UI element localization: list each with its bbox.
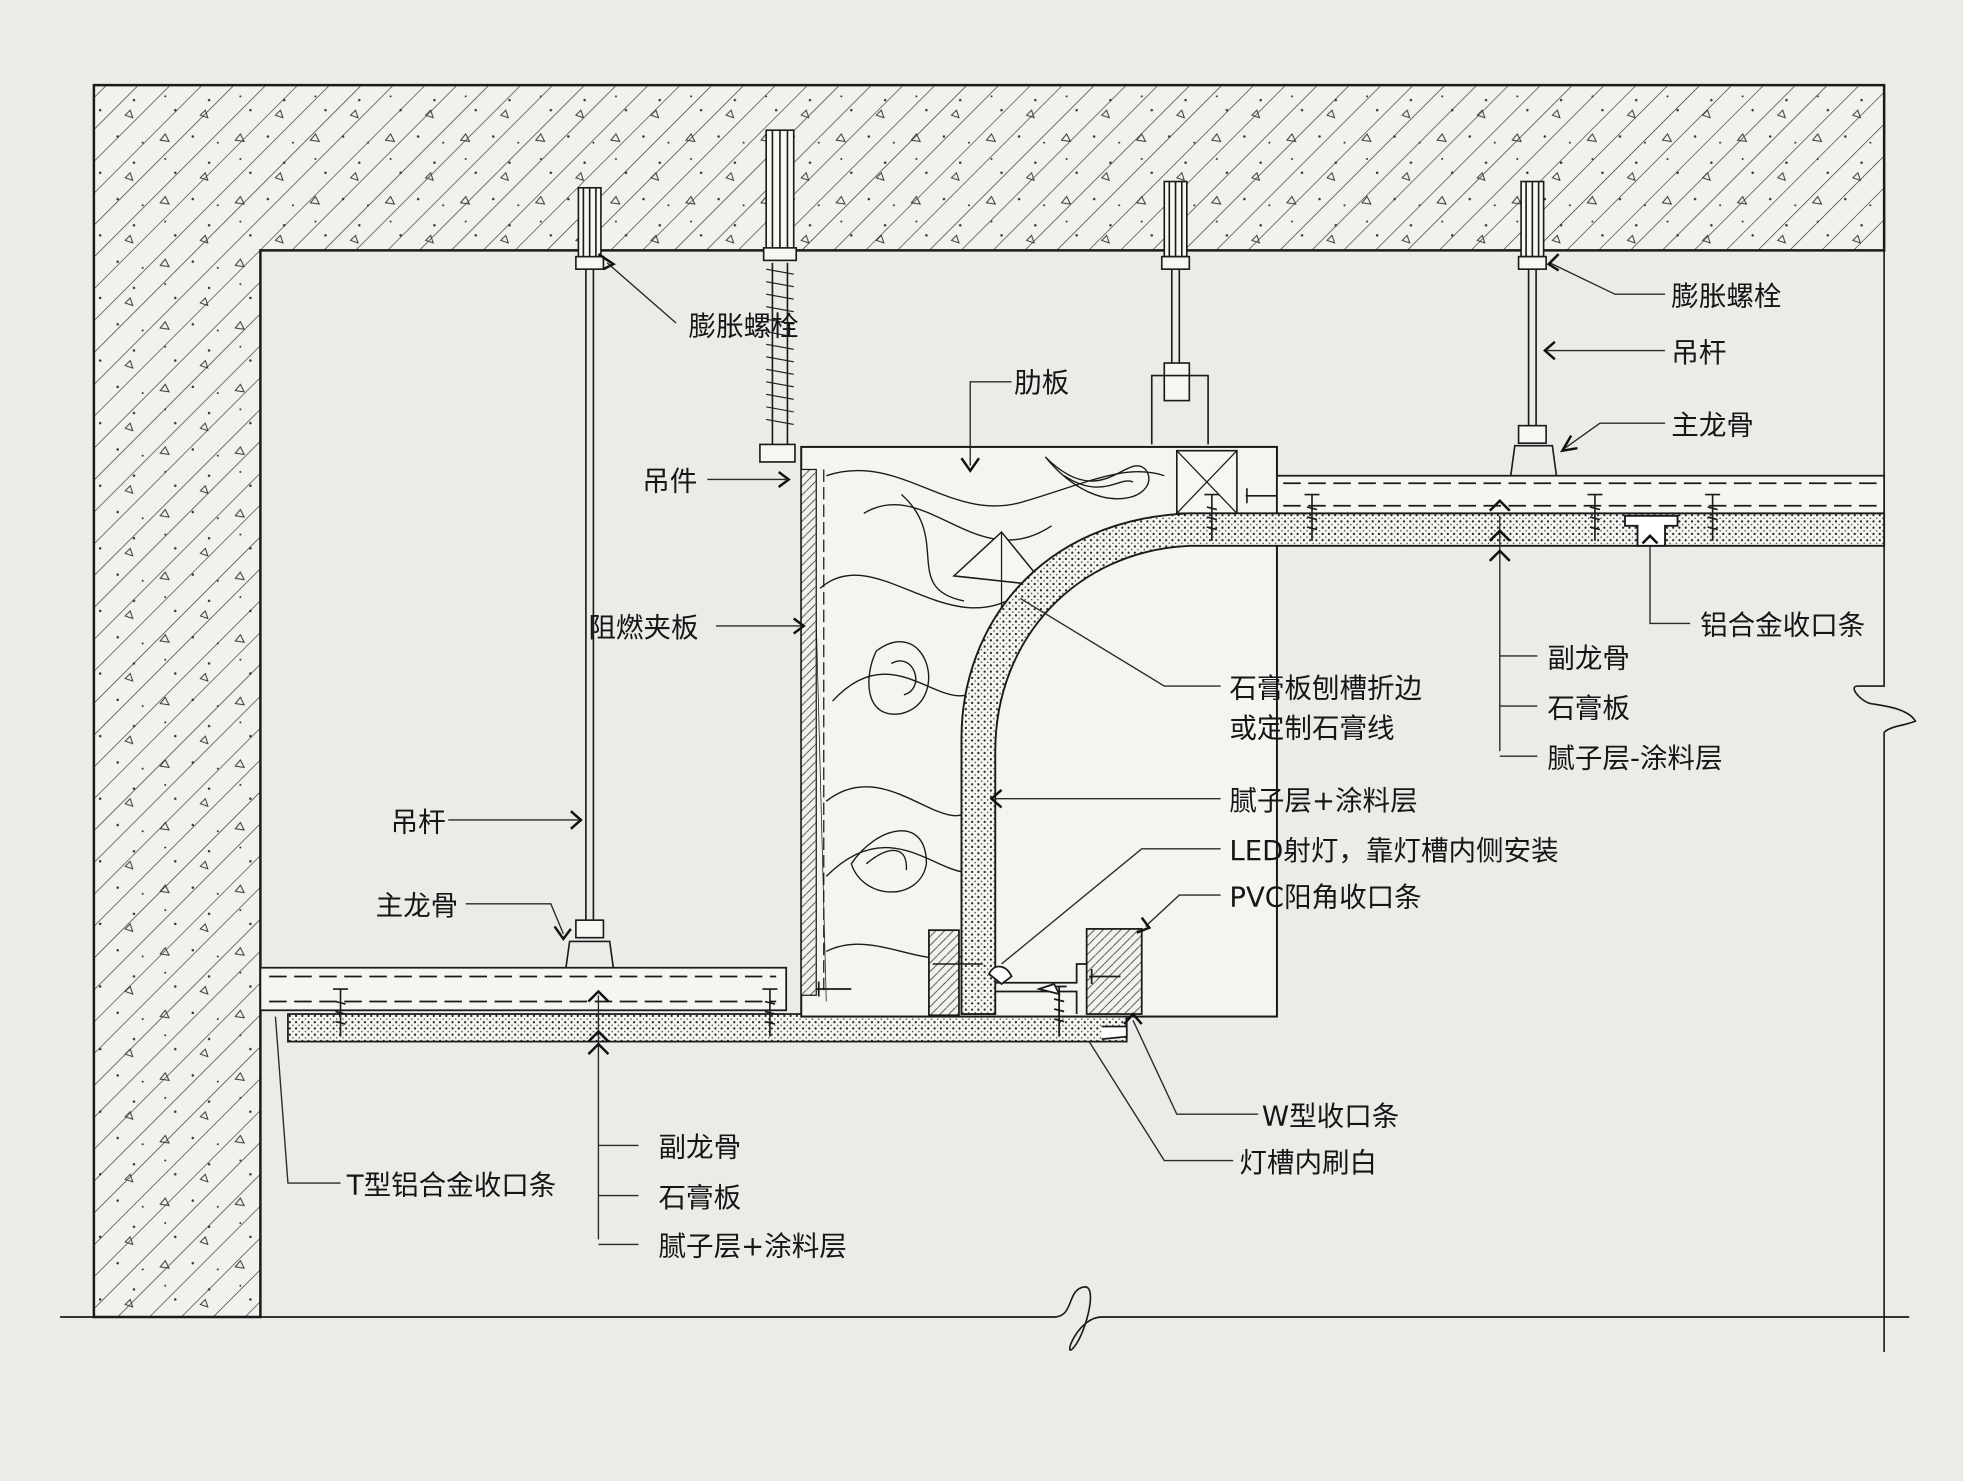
- label-hanger-rod-right: 吊杆: [1671, 337, 1726, 369]
- label-secondary-keel-right: 副龙骨: [1547, 642, 1630, 674]
- labels: 膨胀螺栓 肋板 吊件 阻燃夹板 吊杆 主龙骨 膨胀螺栓 吊杆 主龙骨 铝合金收口…: [346, 280, 1866, 1262]
- break-lines: [60, 250, 1917, 1353]
- label-trough-brush: 灯槽内刷白: [1239, 1147, 1377, 1179]
- aluminum-trim-right: [1624, 514, 1679, 547]
- light-trough: [816, 928, 1143, 1040]
- label-gypsum-board-bottom: 石膏板: [659, 1182, 742, 1214]
- label-w-trim: W型收口条: [1262, 1100, 1399, 1132]
- label-putty-coating-mid: 腻子层+涂料层: [1229, 785, 1417, 817]
- label-main-keel-right: 主龙骨: [1671, 409, 1754, 441]
- label-secondary-keel-bottom: 副龙骨: [659, 1132, 742, 1164]
- hanger-rod-center: [1150, 180, 1209, 445]
- label-rib-board: 肋板: [1014, 367, 1069, 399]
- hanger-rod-mid: [759, 129, 798, 463]
- label-putty-coating-bottom: 腻子层+涂料层: [659, 1231, 847, 1263]
- keel-right: [1276, 474, 1886, 515]
- label-fire-retardant-board: 阻燃夹板: [588, 612, 698, 644]
- label-aluminum-trim-right: 铝合金收口条: [1700, 610, 1865, 642]
- screws-right: [1204, 488, 1721, 541]
- label-putty-coating-right: 腻子层-涂料层: [1547, 742, 1722, 774]
- label-hanger-rod-left: 吊杆: [391, 806, 446, 838]
- gypsum-board-left: [287, 1013, 1128, 1043]
- label-hanger-piece: 吊件: [642, 466, 697, 498]
- label-gypsum-board-right: 石膏板: [1547, 692, 1630, 724]
- label-expansion-bolt-left: 膨胀螺栓: [689, 311, 799, 343]
- curved-gypsum: [960, 512, 1886, 1015]
- label-led-light: LED射灯，靠灯槽内侧安装: [1229, 835, 1558, 867]
- label-t-trim: T型铝合金收口条: [346, 1169, 557, 1201]
- hanger-rod-right: [1507, 180, 1560, 493]
- label-main-keel-left: 主龙骨: [376, 890, 459, 922]
- label-pvc-corner: PVC阳角收口条: [1229, 881, 1421, 913]
- label-expansion-bolt-right: 膨胀螺栓: [1671, 280, 1781, 312]
- screws-left: [333, 988, 778, 1037]
- label-gypsum-groove-line2: 或定制石膏线: [1229, 712, 1394, 744]
- leaders: [274, 253, 1691, 1246]
- label-gypsum-groove-line1: 石膏板刨槽折边: [1229, 672, 1422, 704]
- hanger-rod-left: [562, 186, 617, 987]
